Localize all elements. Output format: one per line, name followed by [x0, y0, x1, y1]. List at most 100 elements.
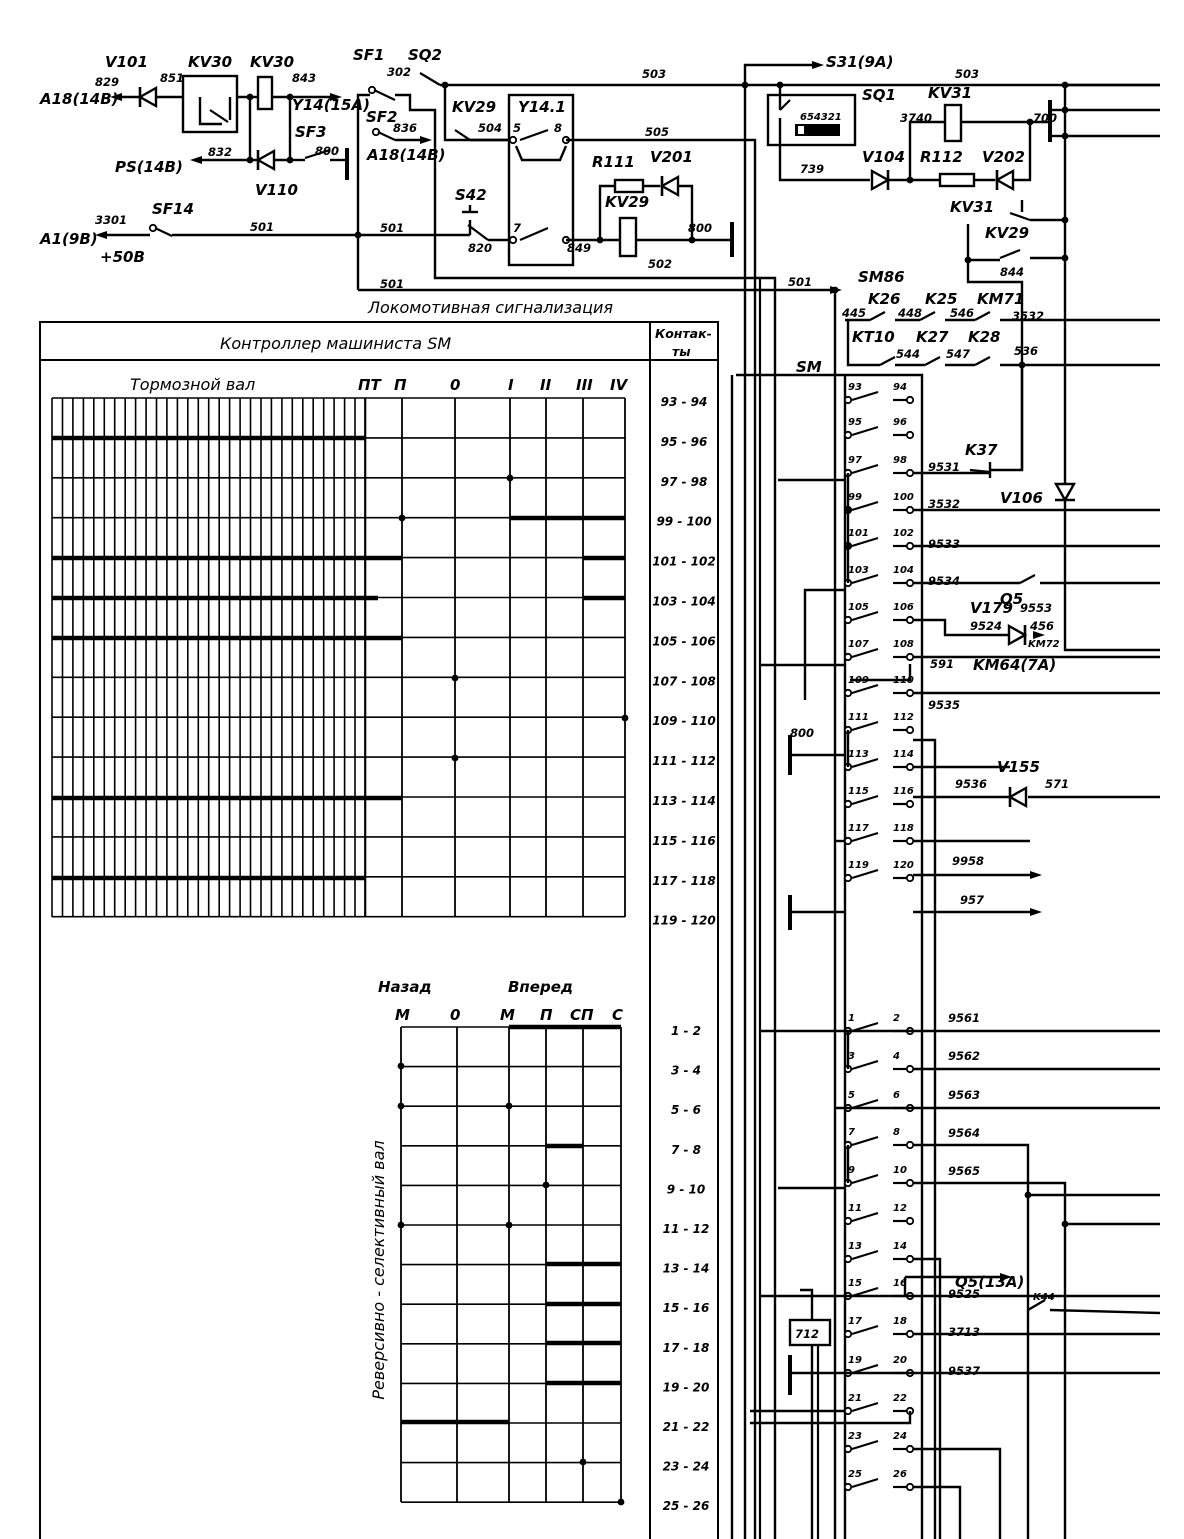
switch-blade	[969, 468, 991, 474]
contact-pair-label: 107 - 108	[652, 674, 715, 688]
component-label: V110	[255, 181, 298, 199]
arrow-icon	[330, 93, 342, 101]
switch-blade	[467, 224, 489, 241]
terminal-icon	[905, 468, 915, 478]
connector-label: KM64(7A)	[973, 656, 1056, 674]
wire-number: 501	[380, 221, 404, 235]
contact-number-right: 96	[893, 417, 907, 428]
junction-dot	[596, 236, 604, 244]
contact-pair-label: 119 - 120	[652, 914, 715, 928]
contact-number-left: 105	[848, 602, 869, 613]
junction-dot	[844, 506, 852, 514]
reverse-position-label: П	[540, 1006, 553, 1024]
wire-number: 844	[1000, 265, 1024, 279]
wire-number: 504	[478, 121, 502, 135]
terminal-icon	[905, 395, 915, 405]
wire	[908, 120, 945, 180]
junction-dot	[741, 81, 749, 89]
contact-pair-label: 93 - 94	[661, 395, 708, 409]
wire-number: 546	[950, 306, 974, 320]
wire-number: 800	[315, 144, 339, 158]
component-label: V104	[862, 148, 905, 166]
connector-label: A18(14B)	[366, 146, 446, 164]
wire-number: 836	[393, 121, 417, 135]
component-label: V106	[1000, 489, 1043, 507]
switch-blade	[851, 390, 879, 402]
junction-dot	[579, 1458, 587, 1466]
switch-blade	[919, 311, 936, 321]
terminal-icon	[905, 578, 915, 588]
component-label: KV30	[188, 53, 232, 71]
switch-blade	[974, 311, 991, 321]
brake-position-label: П	[394, 376, 407, 394]
wire-number: 9537	[948, 1364, 980, 1378]
component-label: K25	[925, 290, 958, 308]
wire-number: 9553	[1020, 601, 1052, 615]
switch-blade	[851, 463, 879, 475]
switch-blade	[304, 148, 331, 160]
reverse-group-label: Вперед	[508, 978, 573, 996]
junction-dot	[1061, 254, 1069, 262]
wire-number: 739	[800, 162, 824, 176]
junction-dot	[617, 1498, 625, 1506]
wire-number: 3532	[928, 497, 960, 511]
contact-pair-label: 111 - 112	[652, 754, 715, 768]
wire-number: 9563	[948, 1088, 980, 1102]
switch-blade	[851, 1286, 879, 1298]
connector-label: Q5(13A)	[955, 1273, 1024, 1291]
wire	[800, 1288, 814, 1539]
limit-switch-sq1	[766, 93, 857, 147]
contact-number-left: 23	[848, 1431, 862, 1442]
connector-label: A1(9B)	[39, 230, 98, 248]
switch-blade	[851, 757, 879, 769]
contact-pair-label: 109 - 110	[652, 714, 715, 728]
wire-number: 9562	[948, 1049, 980, 1063]
wire-number: 302	[387, 65, 411, 79]
contact-pair-label: 19 - 20	[663, 1380, 710, 1394]
contact-number-left: 11	[848, 1203, 862, 1214]
wire	[913, 618, 1010, 637]
contact-number-right: 108	[893, 639, 914, 650]
component-label: SM	[796, 358, 822, 376]
component-label: KV29	[605, 193, 649, 211]
wire	[850, 664, 912, 682]
junction-dot	[505, 1102, 513, 1110]
terminal-icon	[843, 395, 853, 405]
wire	[678, 184, 694, 240]
wire	[198, 97, 222, 126]
component-label: SQ1	[862, 86, 896, 104]
wire	[846, 320, 880, 367]
switch-blade	[851, 1211, 879, 1223]
contact-number-left: 19	[848, 1355, 862, 1366]
diode-icon	[659, 174, 680, 198]
switch-blade	[851, 1439, 879, 1451]
wire	[778, 118, 870, 182]
component-label: KV31	[928, 84, 972, 102]
wire-number: 9534	[928, 574, 960, 588]
junction-dot	[505, 1221, 513, 1229]
brake-position-label: II	[540, 376, 552, 394]
sq1-indicator	[795, 124, 840, 136]
switch-blade	[851, 647, 879, 659]
contact-pair-label: 13 - 14	[663, 1262, 710, 1276]
contact-number-right: 104	[893, 565, 914, 576]
contact-pair-label: 15 - 16	[663, 1301, 710, 1315]
contact-number-left: 97	[848, 455, 862, 466]
wire	[1013, 122, 1032, 182]
switch-blade	[851, 794, 879, 806]
wire-number: 9565	[948, 1164, 980, 1178]
junction-dot	[1061, 216, 1069, 224]
component-label: KM71	[977, 290, 1024, 308]
wire-number: 448	[897, 306, 922, 320]
switch-blade	[879, 356, 896, 366]
diode-icon	[1007, 623, 1028, 647]
reverse-position-label: 0	[450, 1006, 460, 1024]
contact-number-left: 21	[848, 1393, 862, 1404]
junction-dot	[451, 754, 459, 762]
component-label: R112	[920, 148, 963, 166]
terminal-icon	[905, 1064, 915, 1074]
contact-number-right: 102	[893, 528, 914, 539]
contact-pair-label: 5 - 6	[671, 1103, 701, 1117]
component-label: V155	[997, 758, 1040, 776]
